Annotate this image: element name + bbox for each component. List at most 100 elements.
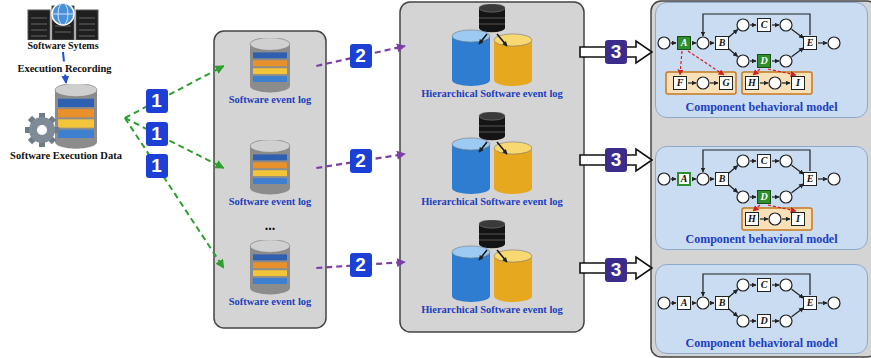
step-number: 2 [350, 253, 372, 277]
model-box: Component behavioral modelABCDEHI [655, 146, 868, 250]
drawing-part [253, 154, 287, 160]
drawing-part [671, 178, 676, 179]
drawing-part [494, 34, 532, 46]
transition-box: C [757, 278, 771, 292]
drawing-part [750, 160, 756, 161]
drawing-part [772, 320, 779, 321]
drawing-part [818, 302, 827, 303]
drawing-part [452, 246, 490, 258]
drawing-part [688, 51, 724, 75]
drawing-part [253, 278, 287, 284]
transition-box: H [745, 76, 759, 90]
place-circle [697, 297, 709, 309]
node-text: Software event log [229, 94, 312, 105]
drawing-part [782, 218, 790, 219]
drawing-part [703, 14, 810, 36]
drawing-part [768, 69, 796, 75]
drawing-part [703, 274, 810, 296]
dashed-arrow [125, 66, 224, 118]
place-circle [769, 77, 781, 89]
drawing-part [768, 205, 796, 211]
subnet-box [666, 72, 736, 94]
model-box: Component behavioral modelABCDEFGHI [655, 2, 868, 118]
place-circle [780, 155, 792, 167]
transition-box: C [757, 154, 771, 168]
transition-box: B [715, 172, 729, 186]
drawing-part [479, 240, 505, 241]
drawing-part [497, 34, 507, 46]
transition-box: D [757, 190, 771, 204]
drawing-part [792, 165, 804, 174]
transition-box: G [719, 76, 733, 90]
drawing-part [772, 160, 779, 161]
transition-letter: A [681, 38, 688, 48]
drawing-part [710, 178, 714, 179]
drawing-part [750, 60, 756, 61]
place-circle [780, 19, 792, 31]
transition-box: D [757, 314, 771, 328]
drawing-part [479, 112, 505, 120]
transition-letter: C [761, 280, 768, 290]
model-box: Component behavioral modelABCDE [655, 264, 868, 354]
node-text: Software event log [229, 296, 312, 307]
step-number: 2 [350, 44, 372, 68]
drawing-part [772, 196, 779, 197]
drawing-part [250, 38, 290, 50]
drawing-part [253, 262, 287, 268]
transition-letter: H [748, 214, 756, 224]
drawing-part [253, 162, 287, 168]
drawing-part [497, 250, 507, 262]
drawing-part [658, 150, 840, 230]
place-circle [697, 173, 709, 185]
log-icon [240, 38, 300, 94]
drawing-part [250, 38, 290, 92]
transition-letter: C [761, 156, 768, 166]
drawing-part [76, 10, 98, 40]
drawing-part [782, 82, 790, 83]
transition-letter: I [796, 214, 800, 224]
transition-letter: D [760, 192, 767, 202]
transition-box: I [791, 212, 805, 226]
drawing-part [452, 138, 490, 150]
hlog-icon [407, 4, 577, 88]
drawing-part [250, 140, 290, 152]
drawing-part [253, 170, 287, 176]
drawing-part [79, 24, 95, 25]
node-text: Component behavioral model [685, 100, 837, 115]
drawing-part [253, 270, 287, 276]
drawing-part [479, 132, 505, 133]
drawing-part [25, 113, 59, 147]
drawing-part [31, 36, 47, 37]
panel [400, 2, 584, 332]
step-number: 3 [605, 40, 627, 64]
place-circle [737, 55, 749, 67]
place-circle [769, 213, 781, 225]
drawing-part [753, 69, 760, 75]
drawing-part [452, 112, 532, 194]
transition-box: B [715, 296, 729, 310]
step-number: 2 [350, 149, 372, 173]
subnet-box [742, 208, 812, 230]
drawing-part [703, 150, 810, 172]
drawing-part [772, 60, 779, 61]
transition-box: C [757, 18, 771, 32]
hierarchical-log-node: Hierarchical Software event log [407, 4, 577, 99]
place-circle [780, 279, 792, 291]
ellipsis-label: ... [265, 218, 276, 234]
drawing-part [452, 30, 490, 42]
transition-box: I [791, 76, 805, 90]
drawing-part [680, 51, 682, 75]
hierarchical-log-node: Hierarchical Software event log [407, 112, 577, 207]
drawing-part [55, 84, 97, 97]
drawing-part [250, 140, 290, 194]
transition-letter: G [722, 78, 729, 88]
hlog-icon [407, 220, 577, 304]
transition-letter: E [807, 298, 814, 308]
transition-box: H [745, 212, 759, 226]
drawing-part [792, 289, 804, 298]
drawing-part [494, 250, 532, 262]
drawing-part [253, 254, 287, 260]
drawing-part [58, 130, 94, 138]
drawing-part [52, 14, 74, 15]
drawing-part [250, 240, 290, 252]
